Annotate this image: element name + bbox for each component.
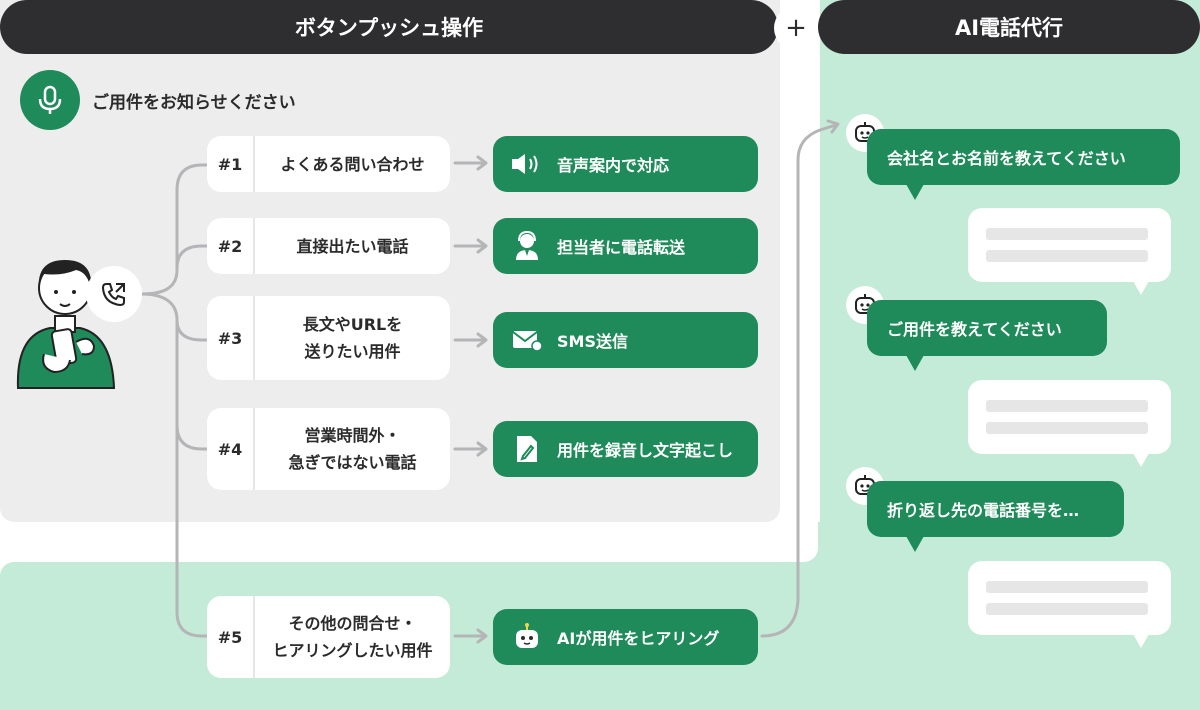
- plus-icon: +: [774, 6, 818, 50]
- option-label: よくある問い合わせ: [280, 154, 425, 174]
- operator-icon: [509, 230, 545, 262]
- action-sms[interactable]: SMS送信: [493, 312, 758, 368]
- bubble-tail: [1133, 281, 1149, 295]
- action-transcribe[interactable]: 用件を録音し文字起こし: [493, 421, 758, 477]
- option-label: 長文やURLを 送りたい用件: [255, 311, 450, 365]
- document-edit-icon: [509, 433, 545, 465]
- action-transfer-call[interactable]: 担当者に電話転送: [493, 218, 758, 274]
- user-reply-placeholder-2: [968, 380, 1171, 454]
- option-label-line: 営業時間外・: [304, 426, 401, 445]
- prompt-text: ご用件をお知らせください: [92, 93, 296, 113]
- bubble-tail: [1133, 453, 1149, 467]
- action-voice-guidance[interactable]: 音声案内で対応: [493, 136, 758, 192]
- option-label-line: 急ぎではない電話: [288, 453, 417, 472]
- action-label: 用件を録音し文字起こし: [557, 441, 734, 460]
- bubble-tail: [1133, 634, 1149, 648]
- option-number: #3: [207, 296, 255, 380]
- speaker-icon: [509, 148, 545, 180]
- option-number: #2: [207, 218, 255, 274]
- option-label: その他の問合せ・ ヒアリングしたい用件: [255, 610, 450, 664]
- bot-message-1: 会社名とお名前を教えてください: [867, 129, 1180, 185]
- action-label: SMS送信: [557, 332, 628, 351]
- microphone-icon: [20, 70, 80, 130]
- action-label: AIが用件をヒアリング: [557, 629, 720, 648]
- button-push-header: ボタンプッシュ操作: [0, 0, 778, 54]
- option-card-3[interactable]: #3 長文やURLを 送りたい用件: [207, 296, 450, 380]
- action-label: 担当者に電話転送: [557, 238, 686, 257]
- option-card-2[interactable]: #2 直接出たい電話: [207, 218, 450, 274]
- option-label: 営業時間外・ 急ぎではない電話: [255, 422, 450, 476]
- action-ai-hearing[interactable]: AIが用件をヒアリング: [493, 609, 758, 665]
- bubble-tail: [906, 536, 924, 552]
- user-reply-placeholder-3: [968, 561, 1171, 635]
- user-reply-placeholder-1: [968, 208, 1171, 282]
- panel-gap: [780, 40, 818, 562]
- bot-message-3: 折り返し先の電話番号を…: [867, 481, 1124, 537]
- option-label: 直接出たい電話: [296, 236, 409, 256]
- option-label-line: その他の問合せ・: [288, 614, 417, 633]
- option-number: #1: [207, 136, 255, 192]
- bubble-tail: [906, 355, 924, 371]
- option-card-1[interactable]: #1 よくある問い合わせ: [207, 136, 450, 192]
- robot-icon: [509, 621, 545, 653]
- action-label: 音声案内で対応: [557, 156, 670, 175]
- bubble-tail: [906, 184, 924, 200]
- option-card-4[interactable]: #4 営業時間外・ 急ぎではない電話: [207, 408, 450, 490]
- bot-message-2: ご用件を教えてください: [867, 300, 1107, 356]
- mail-icon: [509, 324, 545, 356]
- option-label-line: ヒアリングしたい用件: [272, 641, 433, 660]
- option-label-line: 長文やURLを: [302, 315, 403, 334]
- option-number: #4: [207, 408, 255, 490]
- ai-agent-header: AI電話代行: [818, 0, 1200, 54]
- option-card-5[interactable]: #5 その他の問合せ・ ヒアリングしたい用件: [207, 596, 450, 678]
- option-number: #5: [207, 596, 255, 678]
- option-label-line: 送りたい用件: [304, 342, 401, 361]
- incoming-call-icon: [86, 266, 142, 322]
